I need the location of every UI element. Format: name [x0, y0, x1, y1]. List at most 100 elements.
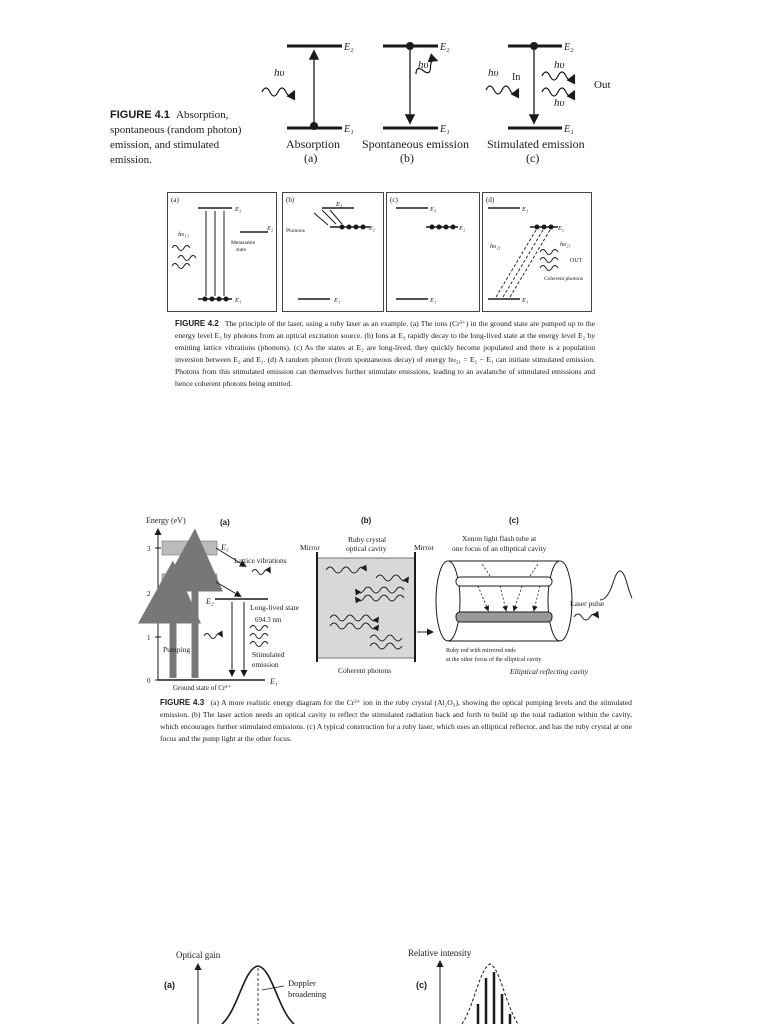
fig41b-hv: hυ — [418, 59, 429, 71]
fig44c-relative-intensity: Relative intensity (c) — [408, 948, 519, 1024]
fig43b-ruby-2: optical cavity — [346, 544, 387, 553]
stimulated-emission-panel: hυ In hυ hυ Out E₂ E₁ Stimulated emissio… — [485, 42, 611, 165]
fig42b-phonons: Phonons — [286, 228, 305, 234]
fig42c-content: (c) E₃ E₂ E₁ — [390, 196, 466, 304]
fig43a-E2: E₂ — [205, 597, 214, 606]
fig41c-hv-top: hυ — [554, 59, 565, 71]
fig42d-out: OUT — [570, 258, 583, 264]
fig44a-doppler-2: broadening — [288, 989, 327, 999]
fig41b-E1: E₁ — [439, 124, 450, 135]
fig43b-coherent: Coherent photons — [338, 666, 391, 675]
fig44a-tag: (a) — [164, 980, 175, 990]
fig43b-mirror-left: Mirror — [300, 543, 320, 552]
fig44a-gain-axis: Optical gain — [176, 950, 221, 960]
fig43c-rod-2: at the other focus of the elliptical cav… — [446, 656, 541, 663]
fig41c-title: Stimulated emission — [487, 137, 585, 151]
fig42d-hv21-left: hυ₂₁ — [490, 243, 501, 250]
figure-4-1-caption-text: Absorption, spontaneous (random photon) … — [110, 109, 242, 166]
fig41c-hv-bottom: hυ — [554, 97, 565, 109]
fig44c-intensity-axis: Relative intensity — [408, 948, 472, 958]
fig42c-tag: (c) — [390, 196, 398, 204]
fig41c-out: Out — [594, 79, 611, 91]
fig42a-E3: E₃ — [234, 206, 241, 213]
fig42b-E3: E₃ — [335, 201, 342, 208]
figure-4-2-label: FIGURE 4.2 — [175, 319, 219, 328]
figure-4-3-diagram: Energy (eV) (a) 3 2 1 0 E₃ E₂ E₁ Lattice… — [138, 516, 633, 692]
fig43b-tag: (b) — [361, 516, 372, 525]
fig43a-E1: E₁ — [269, 677, 278, 686]
fig42b-E1: E₁ — [333, 297, 340, 304]
fig43c-ruby-laser: (c) Xenon light flash tube at one focus … — [435, 516, 633, 676]
fig42a-content: (a) hυ₁₃ E₃ E₂ E₁ Metastable state — [171, 196, 274, 304]
fig42b-content: (b) Phonons E₃ E₂ E₁ — [286, 196, 376, 304]
fig42c-E3: E₃ — [429, 206, 436, 213]
absorption-panel: hυ E₂ E₁ Absorption (a) — [261, 42, 354, 165]
fig43a-tick-0: 0 — [147, 677, 151, 685]
fig42a-state: state — [236, 247, 247, 253]
fig41c-E2: E₂ — [563, 42, 574, 53]
fig41c-in: In — [512, 72, 520, 83]
fig43a-E3: E₃ — [220, 543, 229, 552]
fig43c-laser-pulse: Laser pulse — [570, 599, 605, 608]
fig41a-title: Absorption — [286, 137, 340, 151]
fig41b-tag: (b) — [400, 151, 414, 165]
fig41a-hv: hυ — [274, 67, 285, 79]
fig43c-xenon-1: Xenon light flash tube at — [462, 534, 537, 543]
fig43a-energy-diagram: Energy (eV) (a) 3 2 1 0 E₃ E₂ E₁ Lattice… — [138, 516, 300, 692]
figure-4-3-caption-text: (a) A more realistic energy diagram for … — [160, 698, 632, 743]
fig41c-hv-in: hυ — [488, 67, 499, 79]
fig41a-tag: (a) — [304, 151, 317, 165]
figure-4-3-caption: FIGURE 4.3 (a) A more realistic energy d… — [160, 697, 632, 745]
fig43b-optical-cavity: (b) Mirror Ruby crystal optical cavity M… — [300, 516, 434, 675]
fig43a-wavelength: 694.3 nm — [255, 616, 282, 624]
spontaneous-emission-panel: hυ E₂ E₁ Spontaneous emission (b) — [362, 42, 469, 165]
fig42b-tag: (b) — [286, 196, 295, 204]
fig42a-tag: (a) — [171, 196, 179, 204]
figure-4-1-label: FIGURE 4.1 — [110, 109, 170, 121]
fig42a-E1: E₁ — [234, 297, 241, 304]
fig41a-E1: E₁ — [343, 124, 354, 135]
fig42d-E2: E₂ — [557, 225, 565, 232]
fig43b-ruby-1: Ruby crystal — [348, 535, 386, 544]
fig44a-doppler-1: Doppler — [288, 978, 316, 988]
fig43a-tag: (a) — [220, 518, 230, 527]
fig43c-rod-1: Ruby rod with mirrored ends — [446, 648, 516, 654]
fig43c-tag: (c) — [509, 516, 519, 525]
fig42d-content: (d) hυ₂₁ hυ₂₁ OUT Coherent photons E₃ E₂… — [486, 196, 583, 304]
fig44c-tag: (c) — [416, 980, 427, 990]
fig42-panel-c — [386, 192, 480, 312]
fig41b-E2: E₂ — [439, 42, 450, 53]
figure-4-1-diagram: hυ E₂ E₁ Absorption (a) hυ E₂ E₁ Spontan… — [261, 42, 611, 165]
fig43c-xenon-2: one focus of an elliptical cavity — [452, 544, 547, 553]
fig42c-E2: E₂ — [458, 225, 466, 232]
fig41b-title: Spontaneous emission — [362, 137, 469, 151]
fig42d-E1: E₁ — [521, 297, 528, 304]
fig42c-E1: E₁ — [429, 297, 436, 304]
fig43b-mirror-right: Mirror — [414, 543, 434, 552]
figure-4-3-label: FIGURE 4.3 — [160, 698, 205, 707]
fig43a-emission: emission — [252, 660, 279, 669]
figure-4-1-caption: FIGURE 4.1 Absorption, spontaneous (rand… — [110, 108, 250, 168]
fig42d-hv21-right: hυ₂₁ — [560, 241, 571, 248]
fig43a-stimulated: Stimulated — [252, 650, 285, 659]
fig42d-E3: E₃ — [521, 206, 528, 213]
figure-4-2-caption: FIGURE 4.2 The principle of the laser, u… — [175, 318, 595, 390]
fig43a-energy-axis: Energy (eV) — [146, 516, 186, 525]
fig43a-long-lived: Long-lived state — [250, 603, 300, 612]
fig43a-tick-3: 3 — [147, 545, 151, 553]
fig43c-elliptical: Elliptical reflecting cavity — [509, 667, 589, 676]
fig43a-ground: Ground state of Cr³⁺ — [173, 684, 231, 692]
fig41c-E1: E₁ — [563, 124, 574, 135]
fig42b-E2: E₂ — [368, 225, 376, 232]
fig42d-coherent: Coherent photons — [544, 276, 583, 282]
fig42a-hv13: hυ₁₃ — [178, 231, 189, 238]
figure-4-2-caption-text: The principle of the laser, using a ruby… — [175, 319, 595, 388]
fig42a-metastable: Metastable — [231, 240, 256, 246]
fig43a-pumping: Pumping — [163, 645, 190, 654]
fig42-panel-b — [282, 192, 384, 312]
fig42d-tag: (d) — [486, 196, 495, 204]
fig41c-tag: (c) — [526, 151, 539, 165]
fig44a-optical-gain: Optical gain (a) Doppler broadening — [164, 950, 327, 1024]
fig43a-tick-1: 1 — [147, 634, 151, 642]
